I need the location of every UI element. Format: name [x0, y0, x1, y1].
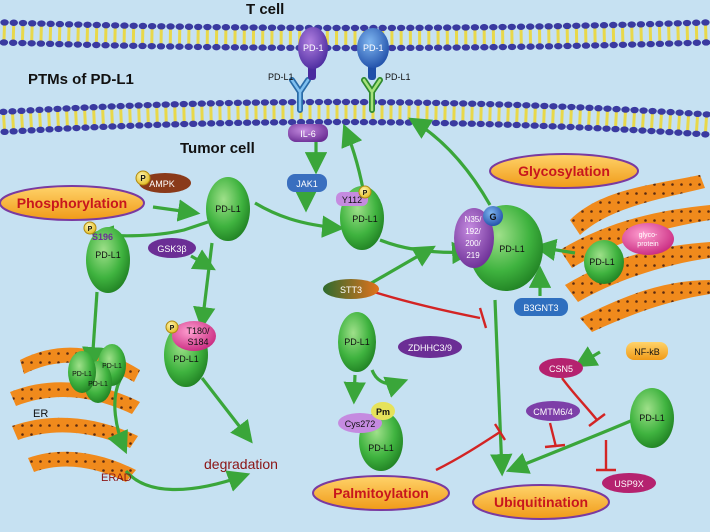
s184-label: S184 [187, 337, 208, 347]
t180-p-label: P [170, 325, 175, 332]
csn5-label: CSN5 [549, 364, 573, 374]
pdl1-cys272-pdl1-label: PD-L1 [368, 443, 394, 453]
pdl1-ub-label: PD-L1 [639, 413, 665, 423]
n35-label: N35/ [465, 215, 483, 224]
y112-label: Y112 [342, 195, 362, 205]
glycoprotein-icon [622, 223, 674, 255]
il6-node: IL-6 [288, 124, 328, 142]
glycosylation-label: Glycosylation [518, 163, 610, 179]
tumor-cell-membrane [0, 98, 710, 138]
inhibition-arrows [373, 290, 616, 472]
pdl1-er-cluster: PD-L1 PD-L1 PD-L1 [68, 344, 126, 403]
pd1-left-label: PD-1 [303, 43, 324, 53]
pdl1-membrane-left-label: PD-L1 [268, 72, 294, 82]
pd1-pdl1-complex-left: PD-1 PD-L1 [268, 27, 328, 113]
gsk3b-label: GSK3β [157, 244, 186, 254]
pdl1-ubiquitin-substrate: PD-L1 [630, 388, 674, 448]
n200-label: 200/ [465, 239, 481, 248]
pdl1-er-label-1: PD-L1 [102, 363, 122, 370]
erad-label: ERAD [101, 472, 132, 484]
ubiquitination-label: Ubiquitination [494, 494, 588, 510]
pdl1-s196: P S196 PD-L1 [83, 221, 130, 293]
pdl1-t180-s184: T180/ S184 P PD-L1 [164, 320, 216, 387]
il6-label: IL-6 [300, 129, 316, 139]
pdl1-golgi-label: PD-L1 [589, 257, 615, 267]
ampk-p-label: P [140, 174, 146, 183]
stt3-node: STT3 [323, 279, 379, 299]
pdl1-cys272: Cys272 Pm PD-L1 [338, 402, 403, 471]
zdhhc-label: ZDHHC3/9 [408, 343, 452, 353]
pdl1-golgi: PD-L1 glyco- protein [584, 223, 674, 284]
ampk-node: P AMPK [135, 170, 191, 193]
pdl1-center-label: PD-L1 [215, 204, 241, 214]
pm-label: Pm [376, 407, 390, 417]
y112-p-label: P [363, 190, 368, 197]
usp9x-node: USP9X [602, 473, 656, 493]
csn5-node: CSN5 [539, 358, 583, 378]
pdl1-membrane-right-label: PD-L1 [385, 72, 411, 82]
phosphorylation-hub: Phosphorylation [0, 185, 145, 221]
degradation-label: degradation [204, 456, 278, 472]
pdl1-cytoplasm-center: PD-L1 [206, 177, 250, 241]
s196-label: S196 [92, 232, 113, 242]
jak1-label: JAK1 [296, 179, 318, 189]
stt3-label: STT3 [340, 285, 362, 295]
b3gnt3-label: B3GNT3 [523, 303, 558, 313]
phosphorylation-label: Phosphorylation [17, 195, 127, 211]
glyco-label-1: glyco- [639, 232, 658, 239]
activation-arrows [82, 117, 634, 492]
pdl1-t180-label: PD-L1 [173, 354, 199, 364]
glycan-icon [483, 206, 503, 226]
pdl1-palm-sub-label: PD-L1 [344, 337, 370, 347]
tumor-cell-label: Tumor cell [180, 140, 255, 157]
s196-p-label: P [88, 226, 93, 233]
glyco-label-2: protein [637, 241, 659, 248]
ampk-label: AMPK [149, 179, 175, 189]
pd1-right-label: PD-1 [363, 43, 384, 53]
cmtm-node: CMTM6/4 [526, 401, 580, 421]
pdl1-er-label-3: PD-L1 [72, 371, 92, 378]
pdl1-er-label-2: PD-L1 [88, 381, 108, 388]
glycan-g-label: G [489, 212, 496, 222]
phospho-ampk-icon [135, 170, 151, 186]
glycosylation-hub: Glycosylation [489, 153, 639, 189]
phospho-y112-icon [358, 185, 372, 199]
nfkb-node: NF-kB [626, 342, 668, 360]
n192-label: 192/ [465, 227, 481, 236]
nfkb-label: NF-kB [634, 347, 660, 357]
pd1-left-icon [298, 27, 328, 69]
cmtm-label: CMTM6/4 [533, 407, 573, 417]
pdl1-y112: Y112 P PD-L1 [336, 185, 384, 250]
palmitate-icon [371, 402, 395, 420]
palmitoylation-label: Palmitoylation [333, 485, 429, 501]
pd1-pdl1-complex-right: PD-1 PD-L1 [357, 28, 411, 113]
gsk3b-node: GSK3β [148, 238, 196, 258]
n219-label: 219 [466, 251, 480, 260]
jak1-node: JAK1 [287, 174, 327, 192]
pd1-right-icon [357, 28, 389, 68]
cys272-label: Cys272 [345, 419, 376, 429]
pdl1-y112-label: PD-L1 [352, 214, 378, 224]
t-cell-label: T cell [246, 1, 284, 18]
zdhhc-node: ZDHHC3/9 [398, 336, 462, 358]
ubiquitination-hub: Ubiquitination [472, 484, 610, 520]
pdl1-glycosylated: G N35/ 192/ 200/ 219 PD-L1 [454, 205, 543, 291]
pdl1-s196-label: PD-L1 [95, 250, 121, 260]
usp9x-label: USP9X [614, 479, 644, 489]
pdl1-glyco-label: PD-L1 [499, 244, 525, 254]
phospho-s196-icon [83, 221, 97, 235]
palmitoylation-hub: Palmitoylation [312, 475, 450, 511]
pdl1-palm-substrate: PD-L1 [338, 312, 376, 372]
er-label: ER [33, 408, 48, 420]
b3gnt3-node: B3GNT3 [514, 298, 568, 316]
phospho-t180-icon [165, 320, 179, 334]
t180-label: T180/ [186, 326, 210, 336]
ptms-title: PTMs of PD-L1 [28, 71, 134, 88]
